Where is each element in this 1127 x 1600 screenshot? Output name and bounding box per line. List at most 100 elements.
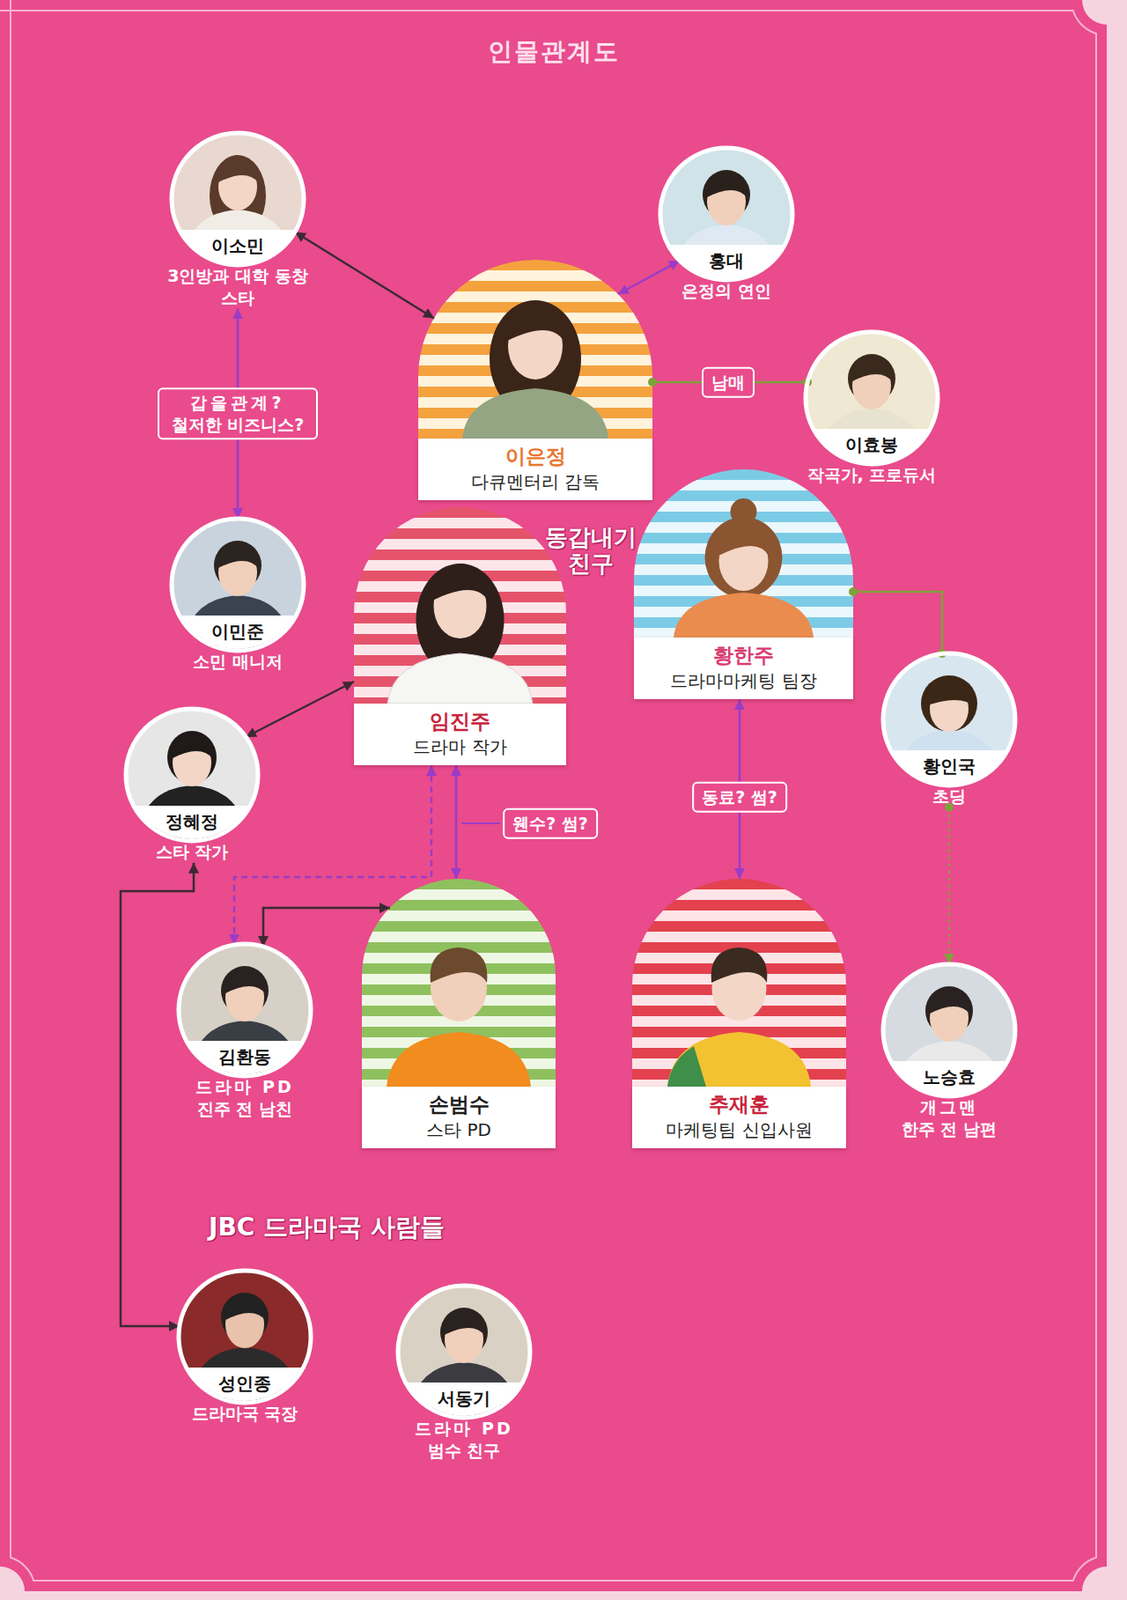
- portrait-photo: [633, 469, 854, 638]
- portrait-photo: [430, 947, 488, 983]
- main-character-card: 이은정다큐멘터리 감독: [418, 259, 653, 501]
- connector-group: [120, 232, 950, 1327]
- main-character-card: 손범수스타 PD: [361, 878, 556, 1149]
- portrait-photo: [170, 734, 214, 759]
- person-name: 이소민: [158, 229, 317, 262]
- portrait-photo: [632, 878, 847, 1087]
- portrait-photo: [850, 357, 893, 383]
- portrait-photo: [632, 878, 847, 1087]
- portrait-photo: [928, 989, 971, 1015]
- portrait-photo: [920, 675, 978, 732]
- person-circle: 황인국초딩: [869, 650, 1029, 808]
- person-circle: 홍대은정의 연인: [647, 145, 806, 303]
- person-description: 개그맨 한주 전 남편: [899, 1096, 999, 1140]
- relation-connector: [294, 232, 435, 319]
- portrait-photo: [418, 259, 653, 439]
- relation-connector: [245, 681, 354, 737]
- portrait-photo: [711, 947, 768, 983]
- character-role: 스타 PD: [368, 1118, 549, 1142]
- relation-connector: [455, 765, 458, 879]
- relation-connector: [120, 862, 194, 1326]
- name-card: 임진주드라마 작가: [353, 703, 567, 766]
- person-circle: 노승효개그맨 한주 전 남편: [869, 961, 1029, 1140]
- relation-label: 웬수? 썸?: [502, 808, 598, 840]
- portrait-photo: [718, 522, 769, 556]
- person-description: 초딩: [874, 785, 1024, 808]
- person-description: 드라마 PD 범수 친구: [411, 1417, 517, 1461]
- portrait-photo: [386, 1031, 531, 1087]
- panel-frame-line: [0, 0, 1097, 1581]
- person-description: 스타 작가: [117, 840, 267, 863]
- person-circle: 김환동드라마 PD 진주 전 남친: [165, 941, 325, 1120]
- photo-area: [633, 469, 854, 638]
- portrait-photo: [705, 173, 748, 199]
- photo-area: [353, 507, 567, 704]
- portrait-photo: [922, 677, 976, 708]
- person-circle: 서동기드라마 PD 범수 친구: [384, 1282, 544, 1461]
- person-circle: 이민준소민 매니저: [158, 515, 317, 673]
- character-name: 이은정: [425, 443, 646, 471]
- relation-connector: [948, 807, 951, 965]
- portrait-photo: [673, 592, 814, 638]
- character-name: 황한주: [640, 642, 847, 670]
- person-name: 정혜정: [112, 805, 272, 838]
- person-circle: 성인종드라마국 국장: [165, 1267, 325, 1425]
- group-label: JBC 드라마국 사람들: [208, 1213, 445, 1242]
- portrait-photo: [216, 544, 259, 569]
- relation-label: 갑을관계? 철저한 비즈니스?: [157, 387, 318, 440]
- person-name: 황인국: [869, 750, 1029, 782]
- person-description: 소민 매니저: [162, 650, 313, 673]
- relation-label: 동료? 썸?: [692, 781, 788, 813]
- person-description: 드라마국 국장: [169, 1402, 320, 1425]
- photo-area: [418, 259, 653, 439]
- person-name: 이민준: [158, 615, 317, 648]
- portrait-photo: [442, 1311, 486, 1336]
- diagram-title: 인물관계도: [0, 35, 1107, 69]
- portrait-photo: [432, 563, 488, 601]
- person-circle: 정혜정스타 작가: [112, 706, 272, 863]
- person-description: 은정의 연인: [651, 279, 802, 303]
- portrait-photo: [667, 1045, 707, 1087]
- person-description: 3인방과 대학 동창 스타: [158, 265, 317, 309]
- portrait-photo: [418, 259, 653, 439]
- portrait-photo: [223, 969, 266, 995]
- pink-panel: [0, 0, 1107, 1592]
- photo-area: [361, 878, 556, 1087]
- photo-area: [632, 878, 847, 1087]
- portrait-photo: [353, 507, 567, 704]
- relation-connector: [618, 260, 680, 295]
- main-character-card: 추재훈마케팅팀 신입사원: [632, 878, 847, 1149]
- portrait-photo: [216, 158, 259, 184]
- name-card: 이은정다큐멘터리 감독: [418, 438, 653, 501]
- portrait-photo: [387, 653, 533, 704]
- portrait-photo: [633, 469, 854, 638]
- portrait-photo: [730, 498, 758, 525]
- relation-connector: [263, 907, 391, 947]
- portrait-photo: [353, 507, 567, 704]
- portrait-photo: [361, 878, 556, 1087]
- person-name: 이효봉: [792, 428, 951, 461]
- main-character-card: 임진주드라마 작가: [353, 507, 567, 766]
- name-card: 손범수스타 PD: [361, 1086, 556, 1149]
- person-name: 서동기: [384, 1382, 544, 1415]
- character-name: 손범수: [368, 1091, 549, 1119]
- character-role: 드라마마케팅 팀장: [640, 669, 847, 693]
- person-circle: 이효봉작곡가, 프로듀서: [792, 329, 951, 487]
- relation-label: 남매: [701, 367, 755, 398]
- portrait-photo: [361, 878, 556, 1087]
- annotation-label: 동갑내기 친구: [541, 524, 641, 578]
- person-name: 노승효: [869, 1060, 1029, 1093]
- name-card: 황한주드라마마케팅 팀장: [633, 637, 854, 700]
- person-name: 김환동: [165, 1040, 325, 1073]
- portrait-photo: [507, 303, 564, 341]
- character-role: 드라마 작가: [360, 735, 560, 759]
- person-description: 드라마 PD 진주 전 남친: [191, 1075, 298, 1120]
- character-name: 임진주: [360, 708, 560, 736]
- person-description: 작곡가, 프로듀서: [796, 464, 947, 487]
- main-character-card: 황한주드라마마케팅 팀장: [633, 469, 854, 700]
- person-circle: 이소민3인방과 대학 동창 스타: [158, 130, 317, 309]
- portrait-photo: [667, 1031, 811, 1087]
- label-tick: [461, 822, 501, 825]
- character-role: 마케팅팀 신입사원: [639, 1118, 840, 1142]
